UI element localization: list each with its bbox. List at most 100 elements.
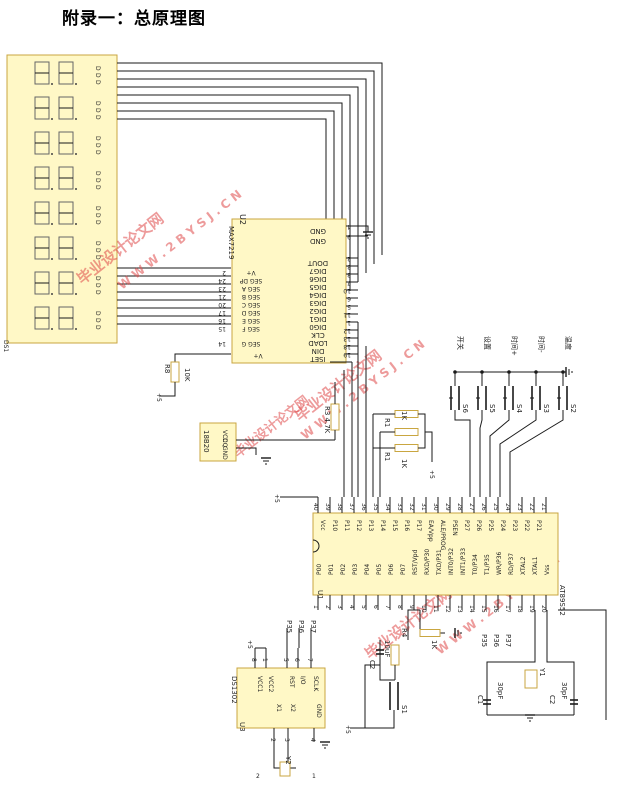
u2-pin-number: 9 [347, 233, 351, 240]
c2-value: 10uF [383, 640, 391, 657]
wire [407, 609, 420, 640]
r4-resistor [394, 444, 419, 452]
u2-pin-number: 3 [347, 263, 351, 270]
net-label: P35 [285, 620, 293, 633]
digit-dp [75, 328, 77, 330]
digit-pin-label: D [94, 213, 101, 218]
u1-pin-number: 17 [504, 605, 511, 613]
r8-resistor [170, 361, 180, 383]
u3-pin-number: 4 [309, 738, 316, 742]
junction-dot [534, 370, 538, 374]
u1-pin-number: 26 [480, 503, 487, 511]
vcc-label: +5 [273, 494, 280, 503]
u2-pin-label: SEG D [241, 309, 260, 316]
digit-pin-label: D [94, 241, 101, 246]
u1-pin-label: P22 [523, 520, 530, 531]
digit-dp [51, 258, 53, 260]
u1-pin-number: 21 [540, 503, 547, 511]
button-wire [509, 410, 564, 497]
u1-pin-number: 18 [516, 605, 523, 613]
button-label: 时间- [537, 336, 546, 353]
y2-pin: 2 [256, 773, 260, 780]
u2-pin-number: 5 [347, 303, 351, 310]
u3-pin-number: 8 [250, 658, 257, 662]
r4-reset-resistor [419, 629, 441, 637]
digit-pin-label: D [94, 150, 101, 155]
u3-pin-number: 6 [293, 658, 300, 662]
button-wire [499, 410, 537, 497]
u3-pin-label: X1 [275, 704, 282, 712]
r1-value: 1K [400, 411, 408, 420]
u2-pin-label: SEG E [242, 317, 260, 324]
u1-pin-label: XTAL2 [520, 556, 527, 575]
u3-ref: U3 [238, 722, 246, 732]
digit-pin-label: D [94, 178, 101, 183]
u1-pin-label: Vss [544, 565, 551, 575]
u2-pin-label: DIN [312, 347, 325, 355]
u1-pin-label: P05 [376, 564, 383, 575]
net-label: P37 [504, 634, 512, 647]
digit-pin-label: D [94, 220, 101, 225]
net-label: P35 [480, 634, 488, 647]
junction-dot [480, 370, 484, 374]
u2-pin-label: GND [310, 227, 326, 235]
digit-dp [51, 83, 53, 85]
u1-pin-number: 14 [468, 605, 475, 613]
u2-pin-label: DIG2 [309, 307, 326, 315]
u1-pin-label: P25 [487, 520, 494, 531]
u1-pin-number: 6 [372, 605, 379, 609]
r3-resistor [330, 403, 340, 431]
u3-pin-label: I/O [299, 676, 306, 685]
u1-pin-label: P11 [343, 520, 350, 531]
u2-pin-number: 20 [218, 301, 226, 308]
u1-pin-number: 13 [456, 605, 463, 613]
u1-pin-number: 30 [432, 503, 439, 511]
page-title: 附录一：总原理图 [62, 9, 206, 29]
digit-pin-label: D [94, 143, 101, 148]
u3-pin-label: X2 [289, 704, 296, 712]
rst-r-ref: R4 [400, 628, 408, 638]
digit-pin-label: D [94, 276, 101, 281]
u1-pin-label: PSEN [451, 520, 458, 536]
y1-ref: Y1 [538, 667, 546, 677]
u2-pin-label: SEG C [242, 301, 260, 308]
digit-pin-label: D [94, 66, 101, 71]
wire [418, 413, 426, 449]
u2-pin-label: SEG F [242, 325, 260, 332]
digit-pin-label: D [94, 283, 101, 288]
u1-pin-number: 3 [336, 605, 343, 609]
watermark-text: 毕业设计论文网 [231, 393, 313, 462]
digit-pin-label: D [94, 108, 101, 113]
u1-pin-label: XTAL1 [532, 556, 539, 575]
y2-pin: 1 [312, 773, 316, 780]
u3-pin-label: RST [288, 676, 295, 688]
r1-ref: R1 [383, 452, 391, 461]
u1-pin-label: P02 [340, 564, 347, 575]
u1-pin-label: P12 [355, 520, 362, 531]
u2-pin-number: 12 [343, 327, 351, 334]
u2-pin-number: 13 [343, 335, 351, 342]
button-label: 开关 [456, 336, 465, 350]
u2-pin-label: DIG0 [309, 323, 326, 331]
u2-pin-number: 10 [343, 287, 351, 294]
u1-pin-number: 32 [408, 503, 415, 511]
u3-pin-label: VCC1 [256, 676, 263, 692]
wire [486, 610, 536, 690]
u1-pin-label: RXD/P30 [424, 549, 431, 575]
sensor-pin-label: VCC [221, 430, 228, 442]
wire [273, 742, 282, 769]
u1-pin-label: EA/Vpp [427, 520, 434, 542]
u3-pin-label: GND [315, 704, 322, 718]
u2-pin-number: 1 [347, 319, 351, 326]
u1-pin-label: P04 [364, 564, 371, 575]
wire [236, 447, 257, 455]
button-wire [454, 410, 471, 497]
digit-bus-wire [117, 78, 367, 273]
u1-pin-number: 22 [528, 503, 535, 511]
u2-pin-number: 11 [343, 311, 351, 318]
u2-pin-number: 8 [347, 271, 351, 278]
button-ref: S6 [461, 404, 469, 413]
u2-pin-label: SEG DP [239, 277, 262, 284]
digit-dp [51, 188, 53, 190]
c3-value: 30pF [560, 682, 568, 699]
